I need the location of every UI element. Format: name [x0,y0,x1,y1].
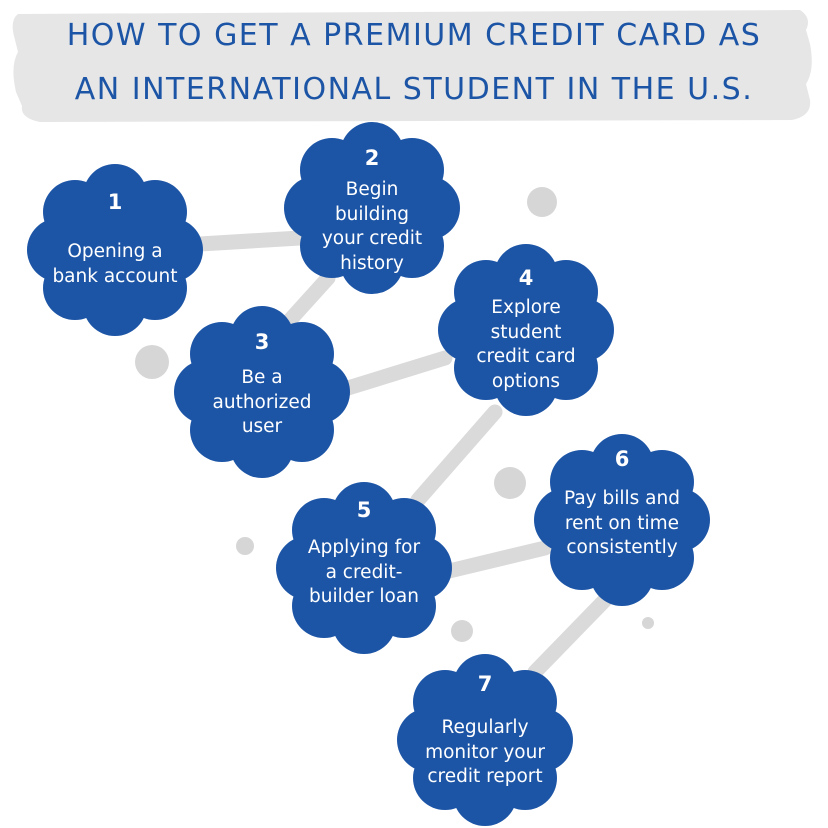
step-cloud-3 [174,306,350,478]
step-cloud-2 [284,122,460,294]
connector-1-2 [192,230,308,252]
step-description: Begin building your credit history [321,179,423,274]
step-number: 5 [356,498,372,522]
step-number: 2 [364,146,380,170]
step-cloud-5 [276,482,452,654]
connector-3-4 [327,350,453,400]
step-6: 6 Pay bills and rent on time consistentl… [537,447,707,561]
step-number: 7 [477,672,493,696]
step-description: Pay bills and rent on time consistently [564,488,680,558]
step-number: 4 [518,266,534,290]
step-number: 1 [107,190,123,214]
decorative-dots [135,153,654,642]
connector-5-6 [437,540,553,580]
step-description: Opening a bank account [52,241,178,287]
decor-dot [451,620,473,642]
step-number: 6 [614,447,630,471]
step-cloud-7 [397,654,573,826]
step-1: 1 Opening a bank account [30,190,200,289]
decor-dot [135,345,169,379]
connector-2-3 [282,270,336,328]
step-7: 7 Regularly monitor your credit report [400,672,570,790]
step-number: 3 [254,330,270,354]
step-cloud-1 [27,164,203,336]
step-description: Explore student credit card options [476,297,576,392]
step-clouds [27,122,710,826]
decor-dot [527,187,557,217]
page-title-line-2: AN INTERNATIONAL STUDENT IN THE U.S. [74,72,754,107]
decor-dot [236,537,254,555]
page-title-line-1: HOW TO GET A PREMIUM CREDIT CARD AS [66,18,762,53]
step-3: 3 Be a authorized user [177,330,347,440]
step-2: 2 Begin building your credit history [287,146,457,276]
title-banner [12,10,812,122]
connectors [192,230,613,680]
step-description: Regularly monitor your credit report [425,717,545,787]
step-description: Be a authorized user [212,367,312,437]
decor-dot [494,467,526,499]
step-cloud-6 [534,434,710,606]
decor-dot [642,617,654,629]
connector-6-7 [527,592,613,680]
step-cloud-4 [438,244,614,416]
connector-4-5 [410,404,503,508]
step-5: 5 Applying for a credit- builder loan [279,498,449,610]
step-4: 4 Explore student credit card options [441,266,611,394]
step-description: Applying for a credit- builder loan [307,537,421,607]
